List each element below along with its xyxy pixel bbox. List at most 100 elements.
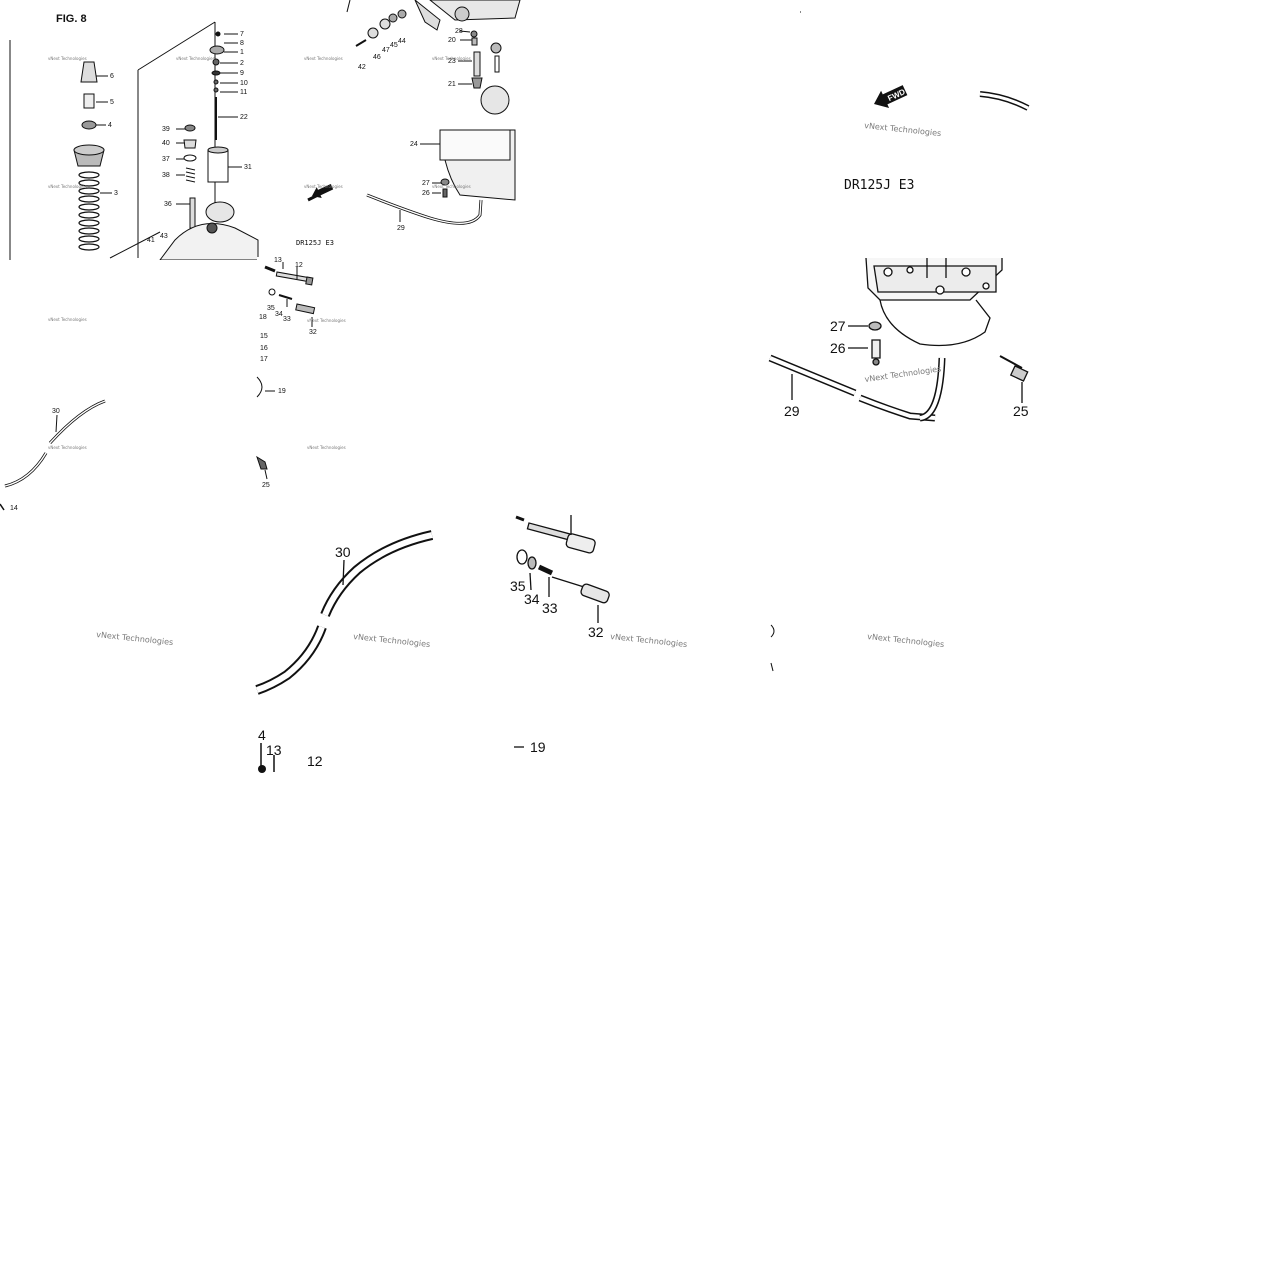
- zoom-watermark-left: vNext Technologies: [0, 515, 257, 772]
- callout-32: 32: [588, 624, 604, 640]
- callout: 45: [390, 42, 398, 49]
- callout: 9: [240, 70, 244, 77]
- callout: 34: [275, 311, 283, 318]
- watermark: vNext Technologies: [48, 56, 87, 61]
- callout: 2: [240, 60, 244, 67]
- callout-19: 19: [530, 739, 546, 755]
- callout-26: 26: [830, 340, 846, 356]
- fwd-arrow-icon: FWD: [874, 85, 908, 108]
- watermark: vNext Technologies: [48, 317, 87, 322]
- callout: 35: [267, 305, 275, 312]
- callout: 13: [274, 257, 282, 264]
- callout: 22: [240, 114, 248, 121]
- callout: 46: [373, 54, 381, 61]
- callout: 15: [260, 333, 268, 340]
- callout-4: 4: [258, 727, 266, 743]
- zoom-watermark-right-diagram: vNext Technologies: [770, 624, 945, 672]
- callout: 40: [162, 140, 170, 147]
- model-code: DR125J E3: [844, 178, 914, 193]
- callout: 37: [162, 156, 170, 163]
- watermark: vNext Technologies: [176, 56, 215, 61]
- callout: 44: [398, 38, 406, 45]
- callout: 11: [240, 89, 247, 96]
- main-diagram-lower-left: 30 14 vNext Technologies vNext Technolog…: [0, 317, 106, 512]
- callout-13: 13: [266, 742, 282, 758]
- callout-33: 33: [542, 600, 558, 616]
- callout: 14: [10, 505, 18, 512]
- callout-27: 27: [830, 318, 846, 334]
- watermark: vNext Technologies: [48, 184, 87, 189]
- callout: 29: [397, 225, 405, 232]
- callout-34: 34: [524, 591, 540, 607]
- callout: 21: [448, 81, 456, 88]
- callout: 7: [240, 31, 244, 38]
- main-exploded-view-lower-middle: 13 12 18 35 34 33 32 15 16 17 19 25 vNex…: [256, 257, 347, 492]
- callout: 30: [52, 408, 60, 415]
- callout: 3: [114, 190, 118, 197]
- fwd-label: FWD: [886, 87, 907, 103]
- model-code-small: DR125J E3: [296, 239, 334, 247]
- callout: 10: [240, 80, 248, 87]
- callout-12: 12: [307, 753, 323, 769]
- callout: 31: [244, 164, 252, 171]
- callout-25: 25: [1013, 403, 1029, 419]
- callout: 25: [262, 482, 270, 489]
- watermark: vNext Technologies: [48, 445, 87, 450]
- main-exploded-view-lower-left: 30 14 vNext Technologies vNext Technolog…: [0, 260, 257, 515]
- callout: 42: [358, 64, 366, 71]
- watermark: vNext Technologies: [864, 121, 942, 138]
- callout: 23: [448, 58, 456, 65]
- callout: 24: [410, 141, 418, 148]
- zoom-float-bowl-diagram: 27 26 29 25 vNext Technologies: [768, 257, 1029, 422]
- watermark: vNext Technologies: [96, 630, 174, 647]
- watermark: vNext Technologies: [610, 632, 688, 649]
- watermark: vNext Technologies: [307, 445, 346, 450]
- zoom-hose: 30 4 13 12 vNext Technologies: [255, 515, 514, 773]
- watermark: vNext Technologies: [353, 632, 431, 649]
- zoom-float-bowl: 27 26 29 25 vNext Technologies: [768, 257, 1029, 422]
- main-exploded-view: FIG. 8: [0, 0, 521, 261]
- zoom-fwd-diagram: FWD vNext Technologies DR125J E3: [800, 11, 1030, 193]
- callout: 36: [164, 201, 172, 208]
- zoom-watermark-right: vNext Technologies: [770, 515, 1028, 772]
- callout: 18: [259, 314, 267, 321]
- callout: 5: [110, 99, 114, 106]
- callout-29: 29: [784, 403, 800, 419]
- callout: 17: [260, 356, 268, 363]
- callout: 26: [422, 190, 430, 197]
- callout: 41: [147, 237, 155, 244]
- watermark: vNext Technologies: [864, 364, 942, 384]
- callout: 12: [295, 262, 303, 269]
- callout: 8: [240, 40, 244, 47]
- fwd-arrow-small-icon: [312, 183, 334, 199]
- callout: 33: [283, 316, 291, 323]
- figure-label: FIG. 8: [56, 13, 87, 25]
- watermark: vNext Technologies: [867, 632, 945, 649]
- watermark: vNext Technologies: [432, 56, 471, 61]
- callout: 27: [422, 180, 430, 187]
- callout-35: 35: [510, 578, 526, 594]
- main-diagram-top: 7 8 1 2 9 10 11 22 31 6 5 4 3 39 40 37 3…: [9, 0, 521, 261]
- callout: 47: [382, 47, 390, 54]
- callout: 4: [108, 122, 112, 129]
- callout: 20: [448, 37, 456, 44]
- zoom-screws-diagram: 35 34 33 32 19 vNext Technologies: [510, 515, 688, 755]
- callout: 6: [110, 73, 114, 80]
- callout: 16: [260, 345, 268, 352]
- callout: 19: [278, 388, 286, 395]
- callout: 28: [455, 28, 463, 35]
- callout-30: 30: [335, 544, 351, 560]
- zoom-fwd-model: FWD vNext Technologies DR125J E3: [770, 0, 1030, 258]
- zoom-watermark-diagram: vNext Technologies: [96, 630, 174, 647]
- callout: 39: [162, 126, 170, 133]
- watermark: vNext Technologies: [304, 56, 343, 61]
- zoom-screws: 35 34 33 32 19 vNext Technologies: [510, 515, 771, 772]
- zoom-hose-diagram: 30 4 13 12 vNext Technologies: [255, 530, 434, 773]
- watermark: vNext Technologies: [432, 184, 471, 189]
- callout: 32: [309, 329, 317, 336]
- callout: 43: [160, 233, 168, 240]
- watermark: vNext Technologies: [304, 184, 343, 189]
- watermark: vNext Technologies: [307, 318, 346, 323]
- callout: 38: [162, 172, 170, 179]
- main-diagram-lower-middle: 13 12 18 35 34 33 32 15 16 17 19 25 vNex…: [256, 257, 346, 489]
